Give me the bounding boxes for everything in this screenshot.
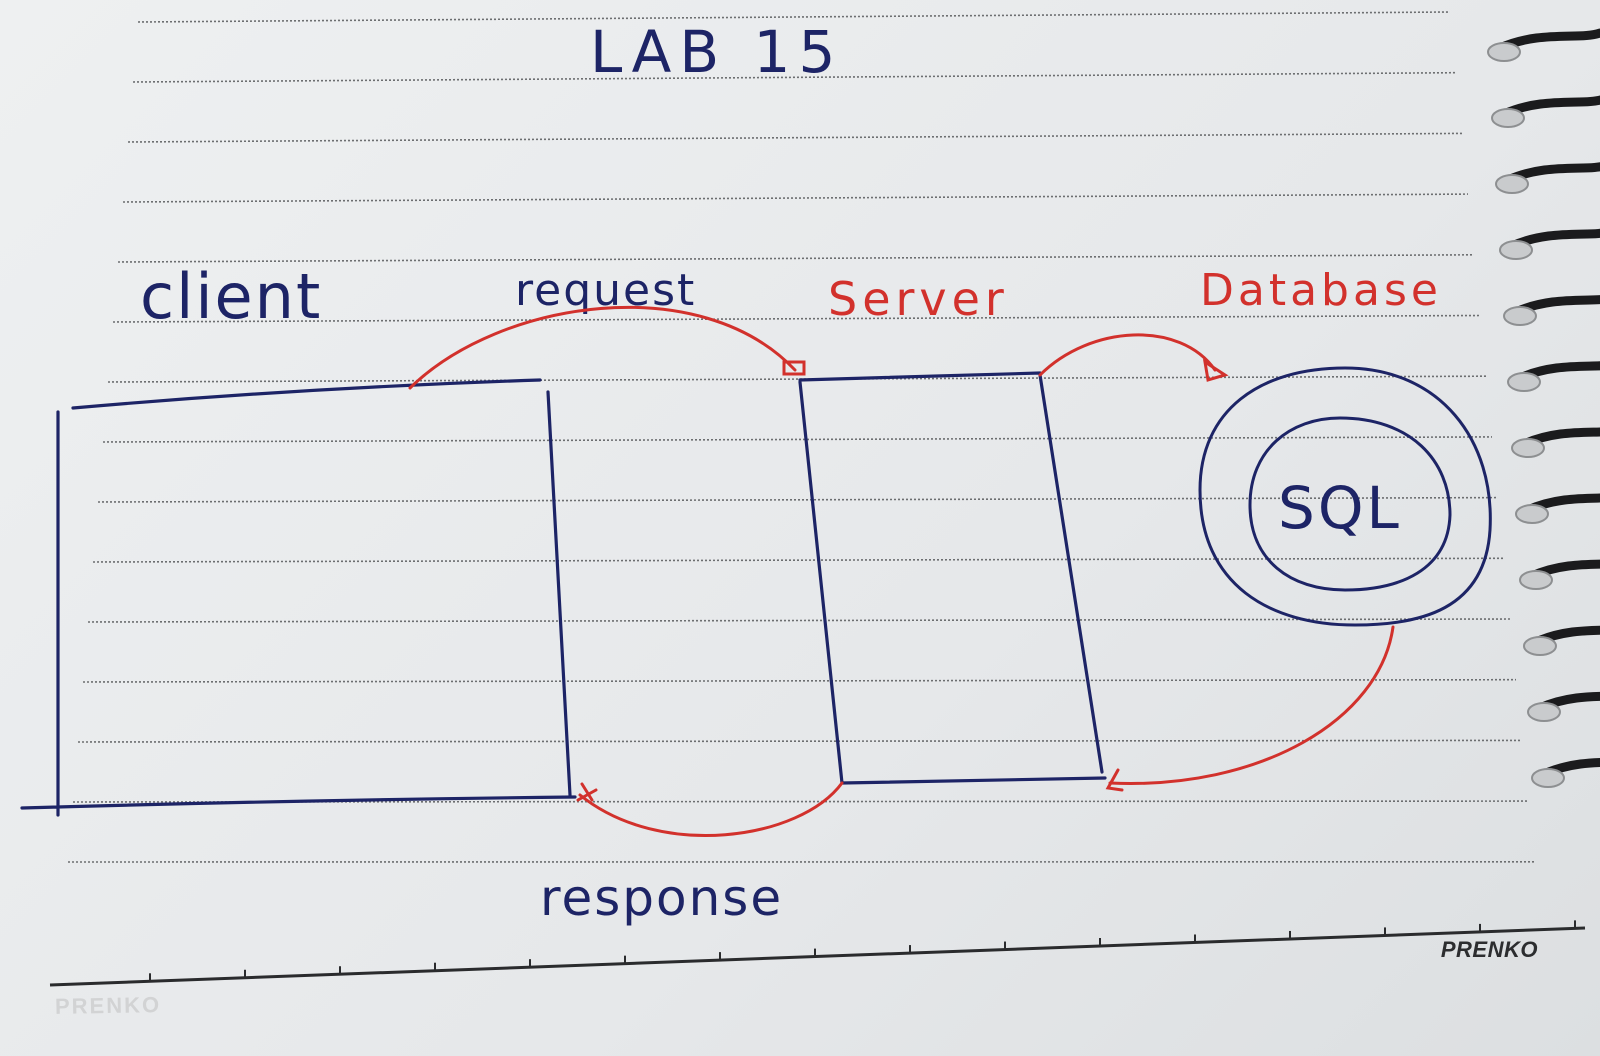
database-to-server-arrow	[1108, 625, 1395, 785]
spiral-ring	[1519, 427, 1600, 449]
ruled-line	[132, 71, 1457, 83]
spiral-hole	[1507, 372, 1541, 392]
database-label: Database	[1200, 265, 1442, 316]
spiral-hole	[1511, 438, 1545, 458]
response-arrow	[578, 781, 844, 838]
spiral-ring	[1515, 361, 1600, 383]
ruled-line	[82, 678, 1517, 683]
server-to-database-arrow	[1038, 333, 1217, 377]
spiral-hole	[1491, 108, 1525, 128]
ruled-line	[107, 375, 1487, 383]
spiral-hole	[1495, 174, 1529, 194]
request-arrow-head	[782, 360, 806, 376]
database-outer-circle	[1198, 366, 1492, 627]
ruled-line	[77, 739, 1523, 743]
request-arrow	[408, 305, 797, 390]
spiral-ring	[1531, 625, 1600, 647]
ruled-line	[127, 132, 1463, 143]
spiral-hole	[1523, 636, 1557, 656]
ruled-line	[87, 618, 1511, 623]
spiral-hole	[1503, 306, 1537, 326]
server-box	[798, 371, 1107, 785]
spiral-ring	[1527, 559, 1600, 581]
ruled-line	[72, 800, 1529, 803]
spiral-binding	[1487, 28, 1600, 788]
spiral-ring	[1535, 691, 1600, 713]
spiral-ring	[1503, 162, 1600, 185]
response-label: response	[540, 869, 783, 927]
ruled-lines	[67, 11, 1535, 863]
spiral-ring	[1495, 28, 1600, 53]
spiral-ring	[1523, 493, 1600, 515]
spiral-ring	[1507, 228, 1600, 251]
server-to-database-arrow-head	[1202, 358, 1229, 382]
spiral-hole	[1531, 768, 1565, 788]
ruled-line	[137, 11, 1451, 23]
sql-label: SQL	[1278, 474, 1402, 542]
spiral-hole	[1487, 42, 1521, 62]
spiral-ring	[1511, 295, 1600, 317]
spiral-hole	[1527, 702, 1561, 722]
client-box	[20, 378, 577, 817]
ruled-line	[92, 557, 1505, 563]
page-title: LAB 15	[590, 18, 843, 86]
server-label: Server	[828, 272, 1009, 326]
spiral-hole	[1519, 570, 1553, 590]
ghost-brand-text: PRENKO	[54, 992, 162, 1019]
spiral-ring	[1539, 757, 1600, 779]
ruled-line	[102, 436, 1493, 443]
database-to-server-arrow-head	[1105, 768, 1124, 792]
bottom-scale	[49, 920, 1586, 987]
spiral-ring	[1499, 95, 1600, 119]
notebook-brand: PRENKO	[1440, 937, 1538, 962]
database-inner-circle	[1248, 416, 1452, 592]
client-label: client	[140, 260, 322, 333]
ruled-line	[97, 496, 1499, 503]
spiral-hole	[1515, 504, 1549, 524]
ruled-line	[122, 193, 1469, 203]
spiral-hole	[1499, 240, 1533, 260]
response-arrow-head	[576, 782, 598, 802]
